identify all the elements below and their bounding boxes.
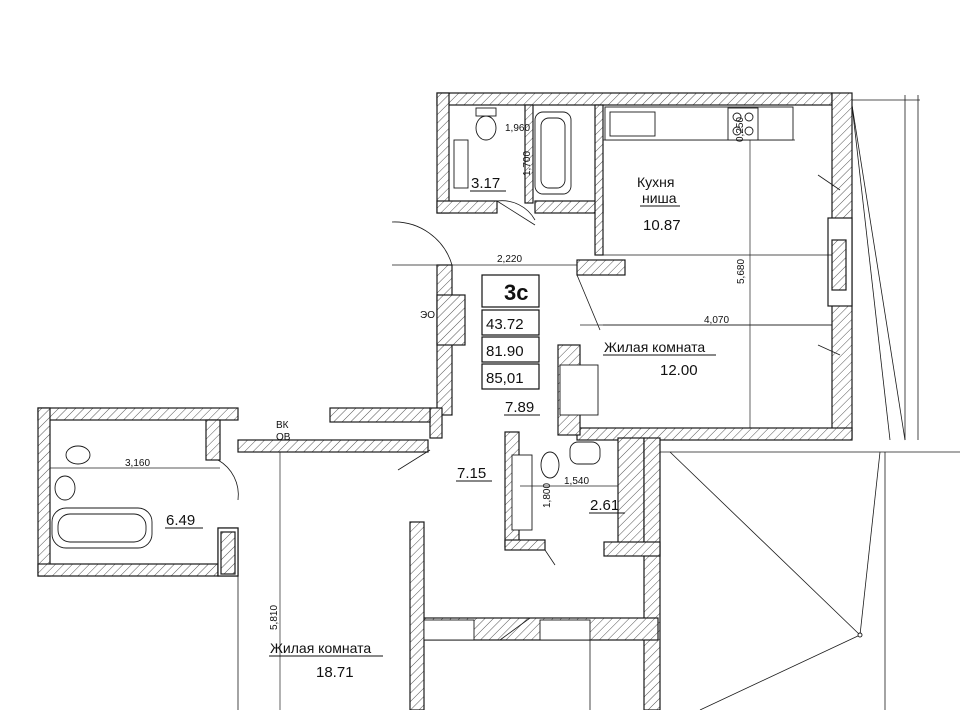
corridor-area: 7.15 [457,465,486,482]
area-total: 81.90 [486,343,524,360]
wardrobe-2 [539,619,591,641]
wall-bottom-mid-col [409,521,425,710]
living-left-area: 18.71 [316,664,354,681]
wall-bath-mid-right [617,437,645,549]
kitchen-area: 10.87 [643,217,681,234]
wall-kitchen-stub [576,259,626,276]
area-living: 43.72 [486,316,524,333]
wall-col-left-h [220,531,236,575]
dim-3160: 3,160 [125,458,150,469]
dim-1960: 1,960 [505,123,530,134]
dim-0250: 0,250 [735,117,746,142]
toilet-top [475,115,497,141]
dim-5810: 5,810 [269,605,280,630]
fixtures [51,106,794,641]
wall-bath-top-left [436,92,450,214]
wall-left-bath-top [37,407,239,421]
dimension-labels: 1,960 1,700 0,250 2,220 5,680 4,070 3,16… [125,117,747,630]
eo-label: ЭО [420,310,435,321]
area-with-balcony: 85,01 [486,370,524,387]
wall-bath-top-bottom-r [534,200,604,214]
wall-eo-box [436,294,466,346]
window-kitchen-sill [831,239,847,291]
toilet-mid [540,451,560,479]
wall-left-bath-left [37,407,51,577]
apartment-info: 3с 43.72 81.90 85,01 [481,274,540,390]
wall-living-left-top [237,439,429,453]
kitchen-name-1: Кухня [637,174,674,190]
wall-bath-top-bottom [436,200,498,214]
bath-mid-area: 2.61 [590,497,619,514]
living-right-area: 12.00 [660,362,698,379]
living-right-name: Жилая комната [604,339,705,355]
dimension-lines [50,112,832,710]
bath-top-area: 3.17 [471,175,500,192]
dim-1540: 1,540 [564,476,589,487]
vk-label: ВК [276,420,289,431]
wall-corridor-top [429,407,443,439]
bath-left-area: 6.49 [166,512,195,529]
sink-mid [569,441,601,465]
doors [217,174,841,641]
wall-left-bath-right [205,419,221,461]
kitchen-name-2: ниша [642,190,677,206]
wall-bath-kitchen [594,104,604,256]
sink-left [54,475,76,501]
room-labels: 3.17 Кухня ниша 10.87 Жилая комната 12.0… [165,174,716,681]
stove [727,107,759,141]
walls [37,92,853,710]
wall-top-outer [436,92,833,106]
living-left-name: Жилая комната [270,640,371,656]
dim-1800: 1,800 [542,483,553,508]
wardrobe-1 [559,364,599,416]
hall-area: 7.89 [505,399,534,416]
ov-label: ОВ [276,432,291,443]
kitchen-sink [609,111,656,137]
wall-right-block-v [643,437,661,710]
dim-5680: 5,680 [736,259,747,284]
dim-4070: 4,070 [704,315,729,326]
room-outlines [237,95,960,710]
wall-left-bath-bottom [37,563,219,577]
wall-living-left-top2 [329,407,431,423]
dim-1700: 1,700 [522,151,533,176]
shower-mid [511,454,533,531]
apartment-type: 3с [504,280,528,305]
wardrobe-3 [423,619,475,641]
wall-bath-mid-bottom [504,539,546,551]
dim-2220: 2,220 [497,254,522,265]
sink-top [453,139,469,189]
wall-right-block-h [603,541,661,557]
toilet-left [65,445,91,465]
